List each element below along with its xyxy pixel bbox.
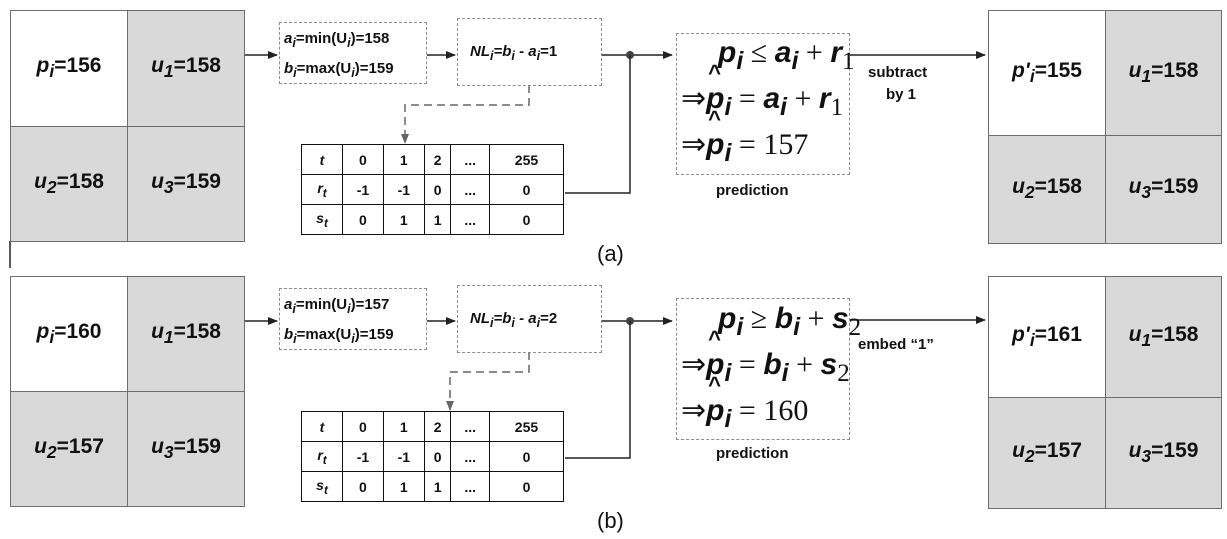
- dashed-a-nl-to-table: [401, 85, 530, 144]
- a-prediction-label: prediction: [716, 182, 789, 199]
- b-output-u2-cell: u2=157: [988, 397, 1106, 509]
- a-caption: (a): [597, 241, 624, 266]
- table-row: rt -1 -1 0 ... 0: [301, 441, 565, 472]
- a-input-u1-cell: u1=158: [127, 10, 245, 127]
- b-input-u1-cell: u1=158: [127, 276, 245, 392]
- b-pred-line2: ⇒pi = bi + s2: [681, 326, 850, 388]
- table-row: st 0 1 1 ... 0: [301, 471, 565, 502]
- table-row: st 0 1 1 ... 0: [301, 204, 565, 235]
- b-prediction-label: prediction: [716, 445, 789, 462]
- b-input-u3-cell: u3=159: [127, 391, 245, 507]
- b-output-u1-cell: u1=158: [1105, 276, 1222, 398]
- a-min-line: ai=min(Ui)=158: [284, 30, 390, 50]
- b-min-line: ai=min(Ui)=157: [284, 296, 390, 316]
- a-action-line1: subtract: [868, 64, 928, 81]
- a-lookup-table: t 0 1 2 ... 255 rt -1 -1 0 ... 0 st 0 1 …: [301, 144, 565, 235]
- a-output-u1-cell: u1=158: [1105, 10, 1222, 136]
- b-nl-text: NLi=bi - ai=2: [470, 310, 558, 330]
- a-nl-text: NLi=bi - ai=1: [470, 43, 558, 63]
- b-max-line: bi=max(Ui)=159: [284, 326, 394, 346]
- a-output-p-cell: p'i=155: [988, 10, 1106, 136]
- table-row: t 0 1 2 ... 255: [301, 411, 565, 442]
- b-input-u2-cell: u2=157: [10, 391, 128, 507]
- b-input-p-cell: pi=160: [10, 276, 128, 392]
- a-output-u2-cell: u2=158: [988, 135, 1106, 244]
- b-nl-box: NLi=bi - ai=2: [457, 285, 602, 353]
- a-action-line2: by 1: [886, 86, 917, 103]
- b-prediction-box: [676, 298, 850, 440]
- b-pred-line1: pi ≥ bi + s2: [718, 302, 862, 341]
- a-input-u2-cell: u2=158: [10, 126, 128, 242]
- table-row: rt -1 -1 0 ... 0: [301, 174, 565, 205]
- b-output-p-cell: p'i=161: [988, 276, 1106, 398]
- line-b-table-to-junction: [565, 321, 631, 459]
- a-prediction-box: [676, 33, 850, 175]
- a-output-u3-cell: u3=159: [1105, 135, 1222, 244]
- table-row: t 0 1 2 ... 255: [301, 144, 565, 175]
- a-max-line: bi=max(Ui)=159: [284, 60, 394, 80]
- b-caption: (b): [597, 508, 624, 533]
- a-input-p-cell: pi=156: [10, 10, 128, 127]
- line-a-table-to-junction: [565, 55, 631, 194]
- a-nl-box: NLi=bi - ai=1: [457, 18, 602, 86]
- b-pred-line3: ⇒pi = 160: [681, 372, 808, 434]
- a-input-u3-cell: u3=159: [127, 126, 245, 242]
- a-minmax-box: ai=min(Ui)=158 bi=max(Ui)=159: [279, 22, 427, 84]
- dashed-b-nl-to-table: [446, 352, 530, 411]
- a-pred-line3: ⇒pi = 157: [681, 106, 808, 168]
- b-lookup-table: t 0 1 2 ... 255 rt -1 -1 0 ... 0 st 0 1 …: [301, 411, 565, 502]
- b-minmax-box: ai=min(Ui)=157 bi=max(Ui)=159: [279, 288, 427, 350]
- a-pred-line1: pi ≤ ai + r1: [718, 36, 855, 75]
- b-output-u3-cell: u3=159: [1105, 397, 1222, 509]
- a-pred-line2: ⇒pi = ai + r1: [681, 60, 843, 122]
- b-action-line1: embed “1”: [858, 336, 934, 353]
